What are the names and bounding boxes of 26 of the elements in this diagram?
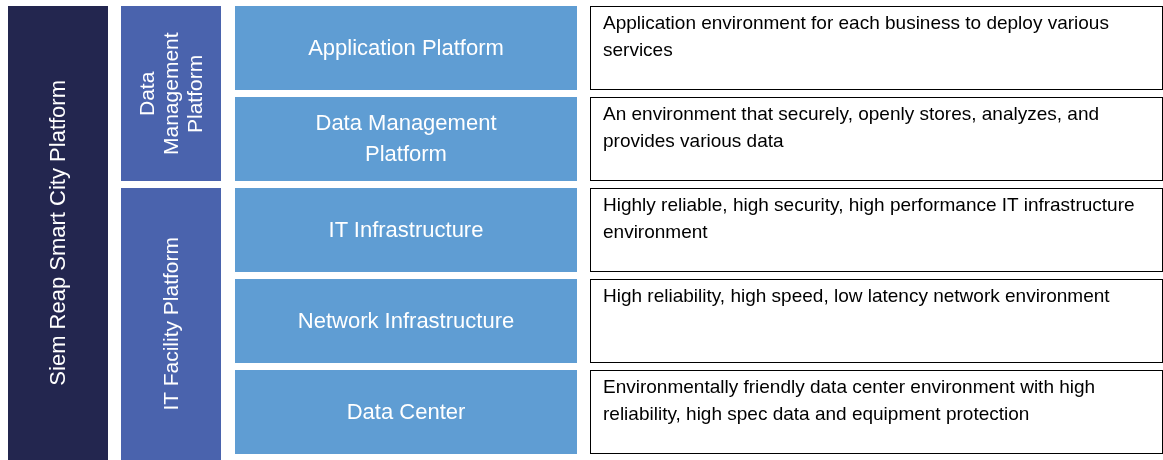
- label-text: Network Infrastructure: [297, 306, 515, 335]
- label-text: Application Platform: [308, 33, 504, 62]
- description-text: Application environment for each business to deploy various services: [603, 11, 1110, 62]
- description-text: High reliability, high speed, low latency network environment: [603, 284, 1110, 308]
- platform-band: [8, 6, 108, 460]
- label-text: Data Management Platform: [134, 31, 208, 157]
- label-text: IT Infrastructure: [328, 215, 484, 244]
- description-box: [590, 279, 1163, 363]
- component-box: [235, 97, 577, 181]
- label-text: Siem Reap Smart City Platform: [45, 80, 71, 386]
- component-box: [235, 188, 577, 272]
- layer-band: [121, 6, 221, 181]
- description-text: An environment that securely, openly stores, analyzes, and provides various data: [603, 102, 1101, 153]
- label-text: Data Center: [346, 397, 466, 426]
- description-box: [590, 188, 1163, 272]
- label-text: Data Management Platform: [314, 109, 498, 168]
- description-text: Highly reliable, high security, high performance IT infrastructure environment: [603, 193, 1136, 244]
- component-box: [235, 370, 577, 454]
- description-box: [590, 6, 1163, 90]
- description-box: [590, 97, 1163, 181]
- layer-band: [121, 188, 221, 460]
- component-box: [235, 279, 577, 363]
- description-box: [590, 370, 1163, 454]
- description-text: Environmentally friendly data center environment with high reliability, high spec data and equipment protection: [603, 375, 1097, 426]
- label-text: IT Facility Platform: [158, 237, 183, 411]
- component-box: [235, 6, 577, 90]
